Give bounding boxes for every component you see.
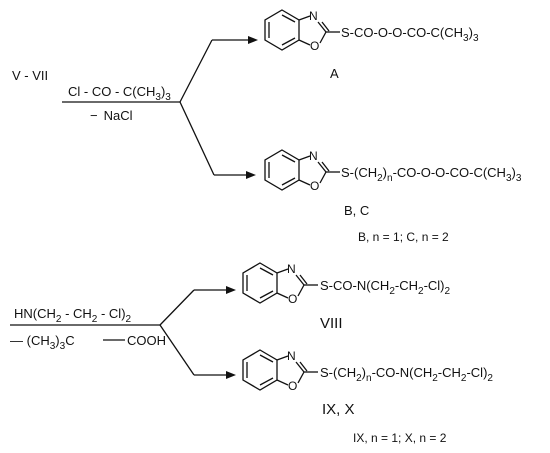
reagent-amine: HN(CH2 - CH2 - Cl)2 <box>14 306 132 325</box>
compound-label-BC: B, C <box>344 203 369 218</box>
benzoxazole-ring-BC <box>264 149 340 191</box>
compound-note-IXX: IX, n = 1; X, n = 2 <box>353 431 447 445</box>
reagent-acyl-chloride: Cl - CO - C(CH3)3 <box>68 84 171 103</box>
ring-oxygen-A: O <box>310 39 319 53</box>
compound-label-A: A <box>330 66 339 81</box>
ring-nitrogen-IXX: N <box>287 349 296 363</box>
chain-IXX: S-(CH2)n-CO-N(CH2-CH2-Cl)2 <box>320 365 493 384</box>
byproduct-cooh: COOH <box>127 333 166 348</box>
chain-BC: S-(CH2)n-CO-O-O-CO-C(CH3)3 <box>341 165 522 184</box>
branch-line-upper-1 <box>179 39 213 103</box>
branch-line-lower-2 <box>159 324 195 376</box>
benzoxazole-ring-A <box>264 9 340 51</box>
compound-note-BC: B, n = 1; C, n = 2 <box>358 230 449 244</box>
ring-nitrogen-A: N <box>309 9 318 23</box>
benzene-ring <box>242 349 278 391</box>
ring-nitrogen-BC: N <box>309 149 318 163</box>
arrow-head-IXX <box>226 371 236 379</box>
compound-label-IXX: IX, X <box>322 401 355 418</box>
branch-line-upper-2 <box>159 289 195 326</box>
benzoxazole-ring-VIII <box>242 262 318 304</box>
ring-oxygen-IXX: O <box>288 379 297 393</box>
arrow-head-A <box>248 36 258 44</box>
benzene-ring <box>264 9 300 51</box>
benzene-ring <box>242 262 278 304</box>
start-material-label: V - VII <box>12 68 48 83</box>
branch-line-lower-1 <box>179 101 215 176</box>
arrow-head-BC <box>246 171 256 179</box>
byproduct-nacl: −NaCl <box>90 108 133 123</box>
compound-label-VIII: VIII <box>320 315 343 332</box>
ring-oxygen-BC: O <box>310 179 319 193</box>
benzoxazole-ring-IXX <box>242 349 318 391</box>
arrow-head-VIII <box>226 286 236 294</box>
ring-oxygen-VIII: O <box>288 292 297 306</box>
byproduct-pivalic-acid: — (CH3)3C <box>10 333 75 352</box>
benzene-ring <box>264 149 300 191</box>
ring-nitrogen-VIII: N <box>287 262 296 276</box>
chain-VIII: S-CO-N(CH2-CH2-Cl)2 <box>320 278 451 297</box>
chain-A: S-CO-O-O-CO-C(CH3)3 <box>341 25 479 44</box>
